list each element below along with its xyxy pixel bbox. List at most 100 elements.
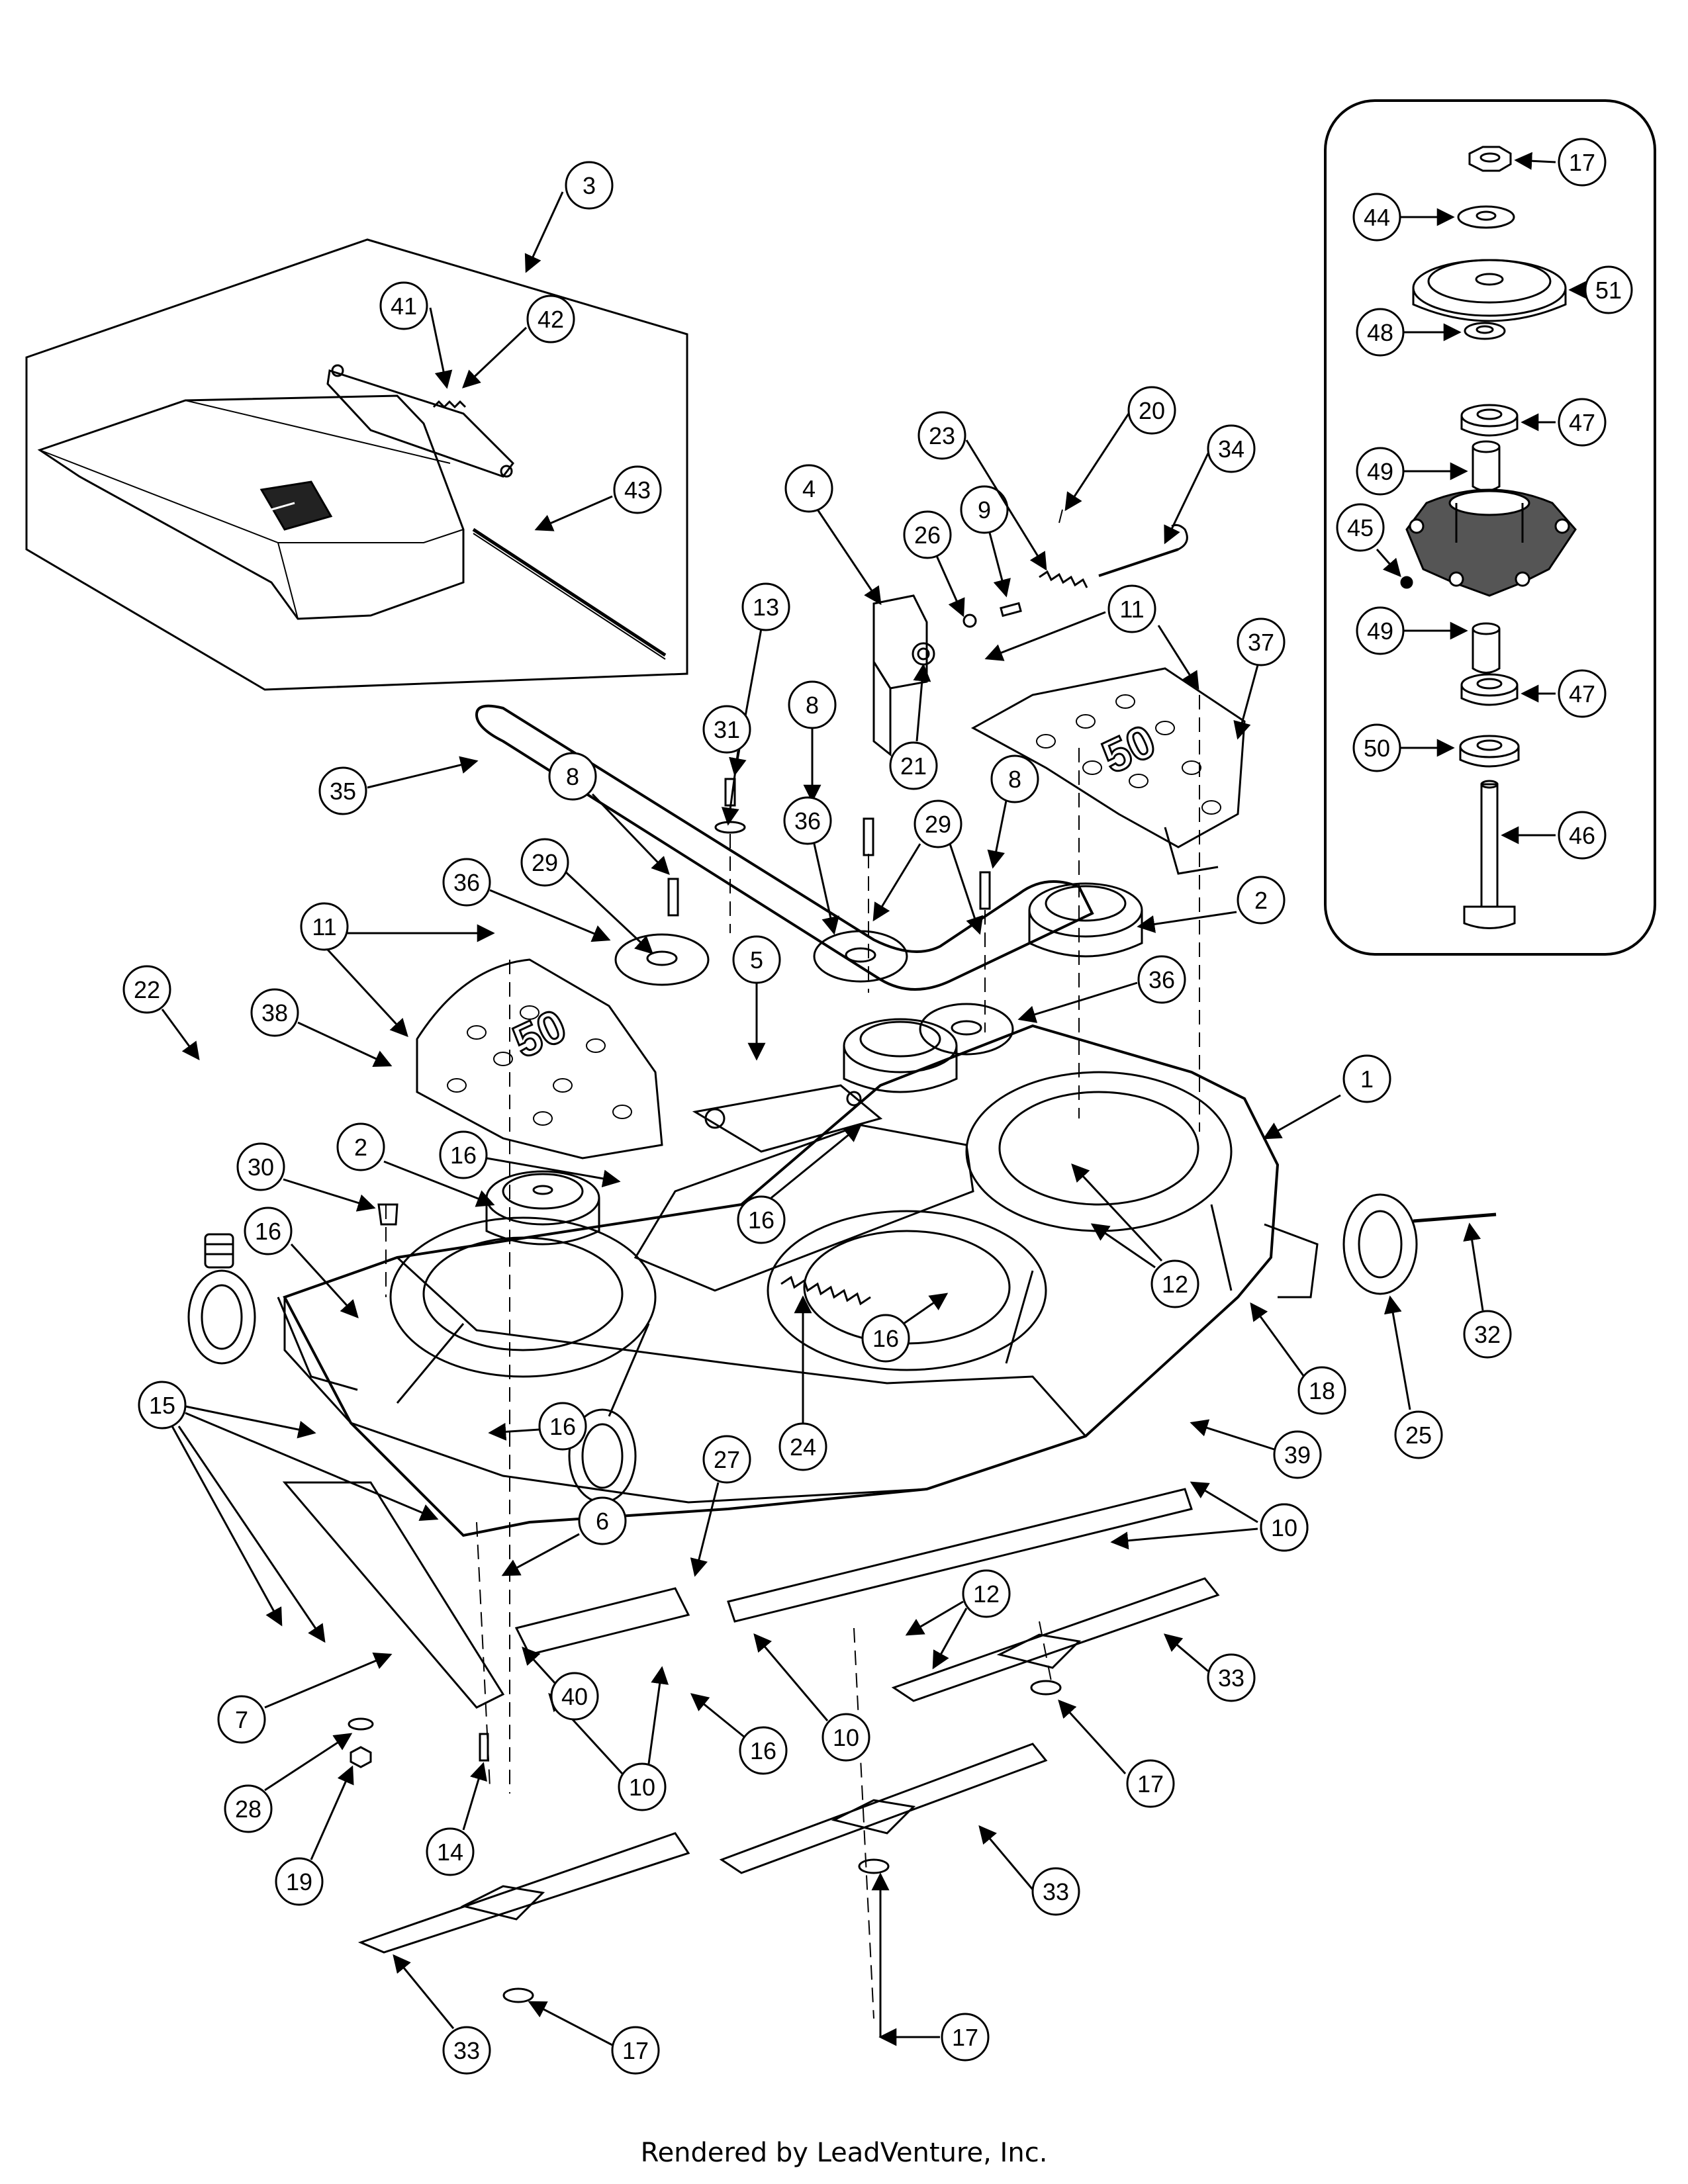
callout-c8a: 8 — [788, 680, 837, 803]
callout-circle — [275, 1857, 324, 1906]
callout-number: 2 — [1254, 887, 1268, 914]
callout-number: 48 — [1367, 319, 1393, 346]
callout-number: 38 — [261, 999, 288, 1026]
callout-number: 50 — [1364, 735, 1390, 762]
callout-circle — [1356, 308, 1405, 357]
callout-number: 8 — [566, 763, 579, 790]
callout-circle — [1297, 1366, 1346, 1415]
callout-c29a: 29 — [520, 838, 653, 954]
callout-leader — [528, 2001, 613, 2046]
callout-circle — [1207, 1653, 1256, 1702]
callout-number: 1 — [1360, 1066, 1374, 1093]
callout-number: 29 — [925, 811, 951, 838]
callout-leader — [1017, 981, 1138, 1023]
callout-number: 19 — [286, 1868, 312, 1895]
callout-number: 33 — [1043, 1878, 1069, 1905]
callout-circle — [578, 1496, 627, 1545]
callout-number: 16 — [872, 1325, 899, 1352]
callout-c43: 43 — [534, 465, 662, 531]
callout-c49a: 49 — [1356, 447, 1468, 496]
callout-leader — [1376, 549, 1401, 578]
callout-c8b: 8 — [548, 752, 670, 875]
callout-number: 4 — [802, 475, 816, 502]
callout-circle — [300, 902, 349, 951]
callout-number: 3 — [583, 172, 596, 199]
callout-leader — [987, 800, 1008, 869]
callout-number: 23 — [929, 422, 955, 449]
callout-leader — [1262, 1094, 1341, 1140]
callout-leader — [185, 1412, 439, 1522]
callout-number: 16 — [255, 1218, 281, 1245]
callout-c33b: 33 — [978, 1825, 1080, 1916]
callout-c22: 22 — [122, 965, 200, 1061]
callout-c17d: 17 — [528, 2001, 660, 2075]
callout-c6: 6 — [501, 1496, 627, 1576]
callout-leader — [753, 1633, 829, 1721]
callout-circle — [739, 1726, 788, 1775]
callout-c10b: 10 — [753, 1633, 870, 1762]
callout-c50: 50 — [1352, 723, 1455, 772]
callout-leader — [486, 1157, 621, 1188]
callout-circle — [990, 754, 1039, 803]
callout-circle — [611, 2026, 660, 2075]
callout-circle — [224, 1784, 273, 1833]
callout-circle — [550, 1672, 599, 1721]
callout-number: 34 — [1218, 435, 1244, 463]
callout-leader — [872, 843, 921, 922]
callout-circle — [217, 1695, 266, 1744]
callout-number: 22 — [134, 976, 160, 1003]
callout-leader — [488, 1422, 540, 1441]
callout-circle — [1237, 617, 1286, 666]
callout-circle — [702, 1435, 751, 1484]
callout-c9: 9 — [960, 485, 1011, 598]
callout-number: 33 — [1218, 1664, 1244, 1692]
footer-credit: Rendered by LeadVenture, Inc. — [640, 2138, 1048, 2168]
callout-c16b: 16 — [488, 1402, 587, 1451]
callout-number: 47 — [1569, 680, 1595, 707]
callout-leader — [771, 1124, 863, 1199]
callout-number: 31 — [714, 716, 740, 743]
callout-circle — [548, 752, 597, 801]
callout-circle — [1126, 1759, 1175, 1808]
callout-circle — [1127, 386, 1176, 435]
callout-circle — [1237, 876, 1286, 925]
callout-circle — [917, 411, 966, 460]
callout-c41: 41 — [379, 281, 453, 389]
callout-number: 12 — [973, 1580, 1000, 1608]
callout-c5: 5 — [732, 935, 781, 1061]
callout-leader — [393, 1954, 455, 2029]
callout-leader — [1164, 453, 1209, 545]
callout-number: 10 — [833, 1724, 859, 1751]
callout-number: 21 — [900, 752, 927, 780]
callout-number: 16 — [549, 1413, 576, 1440]
callout-number: 36 — [453, 869, 480, 896]
callout-circle — [1107, 584, 1156, 633]
callout-leader — [177, 1426, 326, 1643]
callout-c10c: 10 — [548, 1666, 669, 1811]
callout-c16f: 16 — [690, 1693, 788, 1775]
callout-leader — [290, 1243, 359, 1318]
callout-number: 16 — [750, 1737, 776, 1764]
callout-circle — [861, 1314, 910, 1363]
callout-leader — [310, 1765, 354, 1860]
callout-circle — [1150, 1259, 1199, 1308]
callout-number: 13 — [753, 594, 779, 621]
callout-circle — [1352, 193, 1401, 242]
callout-circle — [1260, 1503, 1309, 1552]
callout-number: 6 — [596, 1508, 609, 1535]
callout-circle — [821, 1713, 870, 1762]
callout-circle — [1352, 723, 1401, 772]
callout-leader — [264, 1652, 393, 1709]
callout-circle — [1207, 424, 1256, 473]
callout-c8c: 8 — [987, 754, 1039, 869]
callout-circle — [442, 2026, 491, 2075]
callout-c7: 7 — [217, 1652, 393, 1744]
callout-c28: 28 — [224, 1733, 353, 1833]
callout-leader — [462, 326, 528, 388]
callout-number: 17 — [952, 2024, 978, 2051]
callout-circle — [336, 1122, 385, 1171]
callout-circle — [783, 796, 832, 845]
callout-number: 2 — [354, 1134, 367, 1161]
callout-leader — [161, 1009, 200, 1061]
callout-circle — [122, 965, 171, 1014]
